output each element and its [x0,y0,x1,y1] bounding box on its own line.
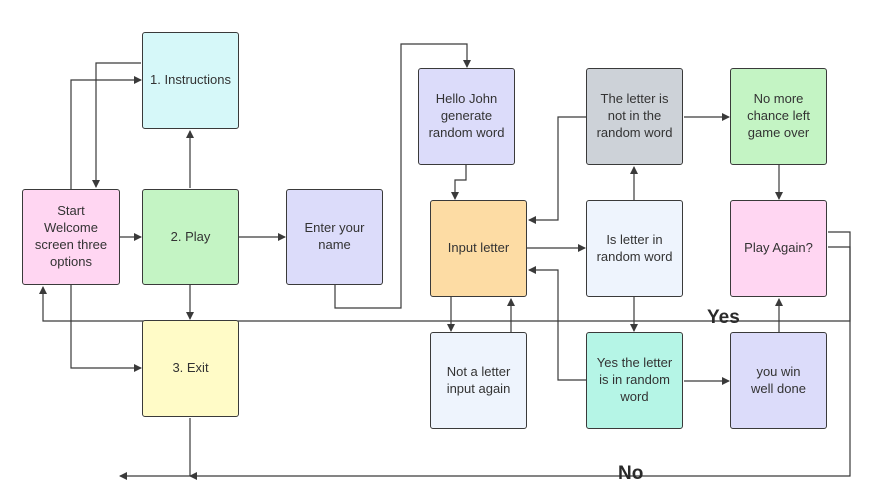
node-win[interactable]: you win well done [730,332,827,429]
yes-label: Yes [707,307,740,328]
node-is-letter[interactable]: Is letter in random word [586,200,683,297]
node-exit[interactable]: 3. Exit [142,320,239,417]
node-no-more[interactable]: No more chance left game over [730,68,827,165]
arrow-not-in-word-to-input [528,116,586,224]
arrow-start-to-instructions [70,76,142,189]
node-start[interactable]: Start Welcome screen three options [22,189,120,285]
arrow-no-to-exit [189,246,851,480]
node-not-letter[interactable]: Not a letter input again [430,332,527,429]
node-play[interactable]: 2. Play [142,189,239,285]
no-label: No [618,463,644,484]
node-hello[interactable]: Hello John generate random word [418,68,515,165]
node-enter-name[interactable]: Enter your name [286,189,383,285]
node-instructions[interactable]: 1. Instructions [142,32,239,129]
arrow-start-to-exit [70,285,142,372]
arrow-instructions-to-start [92,62,141,188]
node-not-in-word[interactable]: The letter is not in the random word [586,68,683,165]
node-play-again[interactable]: Play Again? [730,200,827,297]
arrow-in-word-to-input [528,266,586,381]
arrow-hello-to-input [451,165,467,200]
arrow-exit-out [119,418,191,480]
node-in-word[interactable]: Yes the letter is in random word [586,332,683,429]
arrow-enter-name-to-hello [334,43,471,309]
node-input-letter[interactable]: Input letter [430,200,527,297]
